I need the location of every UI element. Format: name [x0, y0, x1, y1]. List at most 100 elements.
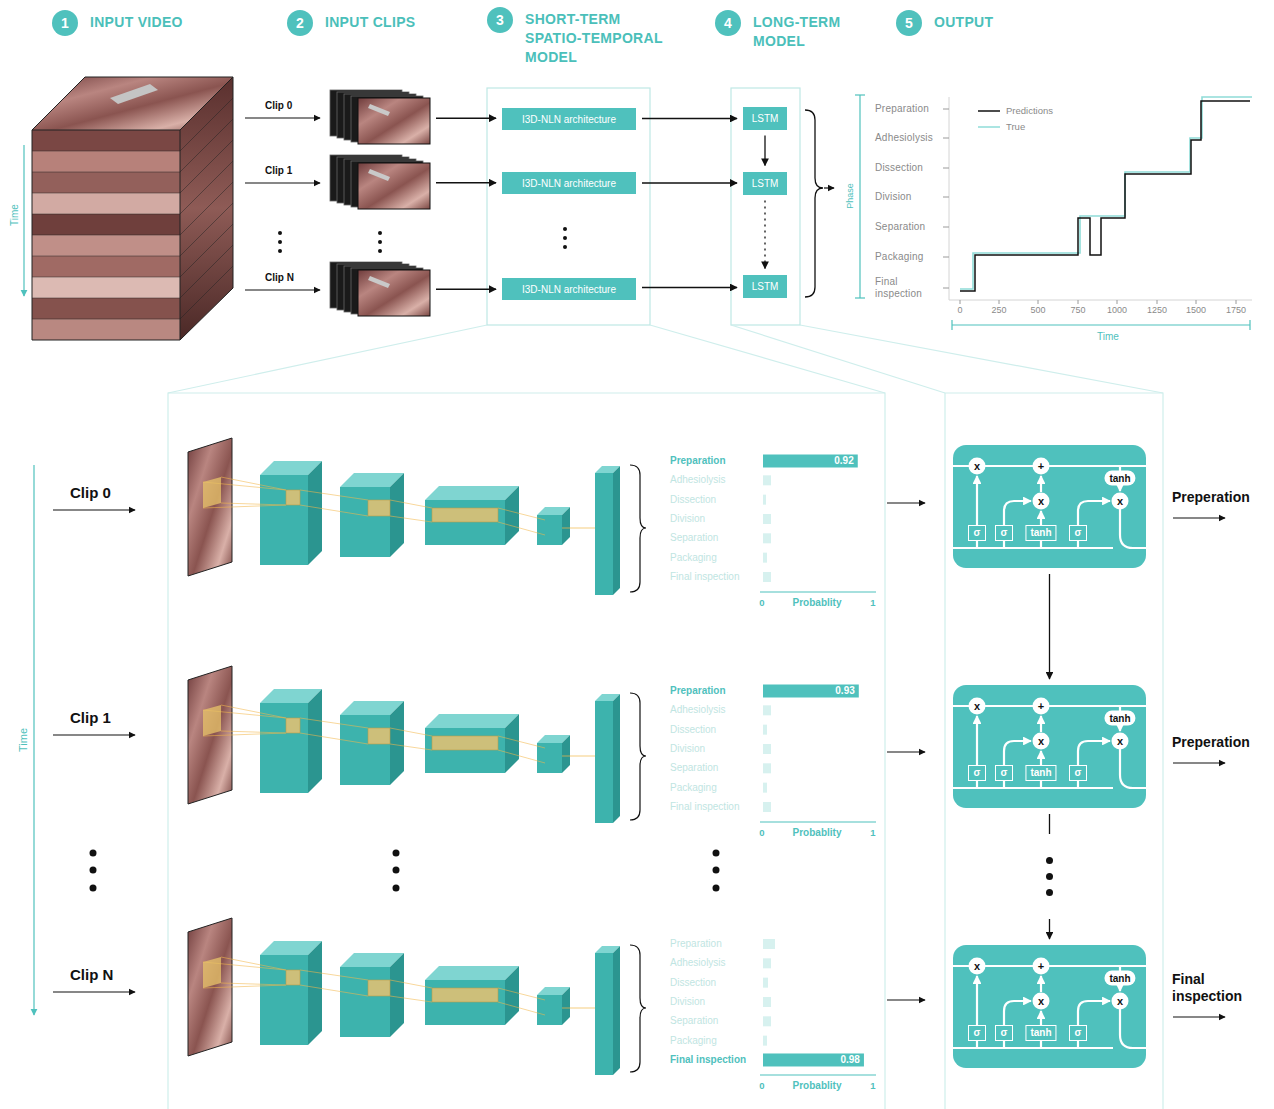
- box-label: LSTM: [752, 281, 779, 292]
- step-number: 5: [896, 10, 922, 36]
- class-label: Division: [670, 513, 705, 525]
- step-title: LONG-TERM MODEL: [753, 13, 853, 51]
- model-box: I3D-NLN architecture: [502, 172, 636, 194]
- clip-stack: Clip N: [330, 262, 430, 317]
- axis-tick-label: Division: [875, 191, 912, 203]
- probability-bar: [763, 553, 767, 563]
- gate-symbol: +: [1033, 458, 1050, 475]
- gate-symbol: x: [969, 698, 986, 715]
- probability-value: 0.98: [840, 1054, 859, 1066]
- gate-symbol: σ: [995, 525, 1013, 541]
- class-label: Adhesiolysis: [670, 474, 726, 486]
- axis-tick-label: 0: [759, 1080, 764, 1091]
- probability-bar: [763, 744, 771, 754]
- gate-symbol: x: [1112, 993, 1129, 1010]
- probability-value: 0.92: [834, 455, 853, 467]
- video-slice: [32, 235, 180, 256]
- probability-bar: [763, 802, 771, 812]
- box-label: I3D-NLN architecture: [522, 178, 616, 189]
- clip-label: Clip 1: [265, 165, 292, 176]
- ellipsis-dots: [278, 227, 567, 253]
- probability-axis: [760, 592, 876, 1075]
- step-title: INPUT CLIPS: [325, 13, 415, 32]
- class-label: Packaging: [670, 552, 717, 564]
- arrow-connector: [436, 182, 496, 183]
- clip-label: Clip N: [265, 272, 294, 283]
- step-heading: 3SHORT-TERM SPATIO-TEMPORAL MODEL: [487, 7, 513, 33]
- axis-tick-label: Adhesiolysis: [875, 132, 933, 144]
- axis-tick-label: Packaging: [875, 251, 924, 263]
- lstm-box: LSTM: [743, 107, 787, 130]
- video-slice: [32, 130, 180, 151]
- axis-tick-label: 250: [991, 305, 1006, 316]
- video-volume: [32, 77, 233, 340]
- class-label: Preparation: [670, 685, 726, 697]
- axis-tick-label: 1: [870, 597, 875, 608]
- probability-bar: [763, 939, 775, 949]
- video-top: [32, 77, 233, 130]
- axis-title: Phase: [845, 183, 856, 209]
- probability-bar: [763, 725, 767, 735]
- step-heading: 5OUTPUT: [896, 10, 922, 36]
- model-panel: [731, 88, 800, 325]
- lstm-cell: x+tanhxxσσtanhσ: [953, 945, 1146, 1068]
- class-label: Packaging: [670, 1035, 717, 1047]
- class-label: Separation: [670, 762, 718, 774]
- legend-label: True: [1006, 121, 1025, 132]
- clip-label: Clip 1: [70, 709, 111, 727]
- gate-symbol: x: [969, 958, 986, 975]
- model-box: I3D-NLN architecture: [502, 108, 636, 130]
- class-label: Dissection: [670, 494, 716, 506]
- legend-sample: [978, 126, 1000, 128]
- axis-tick-label: 0: [759, 597, 764, 608]
- feature-arrows: [887, 503, 925, 1000]
- video-slice: [32, 172, 180, 193]
- probability-bar: [763, 685, 859, 698]
- x-axis: [949, 300, 1252, 301]
- step-number: 3: [487, 7, 513, 33]
- cnn-illustration: [188, 438, 646, 595]
- step-heading: 2INPUT CLIPS: [287, 10, 313, 36]
- video-slice: [32, 214, 180, 235]
- instrument: [110, 84, 158, 104]
- prediction-line: [960, 101, 1250, 291]
- axis-tick-label: 1: [870, 827, 875, 838]
- clip-label: Clip 0: [70, 484, 111, 502]
- gate-symbol: σ: [995, 765, 1013, 781]
- zoom-lines: [168, 325, 1163, 1109]
- axis-tick-label: 0: [957, 305, 962, 316]
- probability-bar: [763, 475, 771, 485]
- probability-bar: [763, 783, 767, 793]
- axis-title: Time: [17, 728, 30, 752]
- clip-stack: Clip 0: [330, 90, 430, 145]
- axis-tick-label: 1: [870, 1080, 875, 1091]
- gate-symbol: σ: [968, 525, 986, 541]
- class-label: Preparation: [670, 938, 722, 950]
- probability-bar: [763, 763, 771, 773]
- axis-title: Time: [9, 204, 21, 226]
- probability-bar: [763, 1016, 771, 1026]
- class-label: Separation: [670, 1015, 718, 1027]
- box-label: LSTM: [752, 113, 779, 124]
- probability-bar: [763, 1036, 767, 1046]
- phase-output: Preperation: [1172, 489, 1250, 506]
- box-label: I3D-NLN architecture: [522, 114, 616, 125]
- video-slice: [32, 277, 180, 298]
- axis-bracket: [952, 324, 1250, 325]
- gate-symbol: tanh: [1104, 711, 1135, 726]
- axis-tick-label: 0: [759, 827, 764, 838]
- class-label: Dissection: [670, 724, 716, 736]
- step-title: INPUT VIDEO: [90, 13, 183, 32]
- box-label: LSTM: [752, 178, 779, 189]
- box-label: I3D-NLN architecture: [522, 284, 616, 295]
- axis-title: Probablity: [793, 1080, 842, 1092]
- time-arrow: [33, 465, 34, 1015]
- probability-bar: [763, 514, 771, 524]
- gate-symbol: +: [1033, 698, 1050, 715]
- true-line: [960, 97, 1252, 289]
- gate-symbol: σ: [968, 765, 986, 781]
- video-slice: [32, 193, 180, 214]
- gate-symbol: x: [1112, 493, 1129, 510]
- class-label: Preparation: [670, 455, 726, 467]
